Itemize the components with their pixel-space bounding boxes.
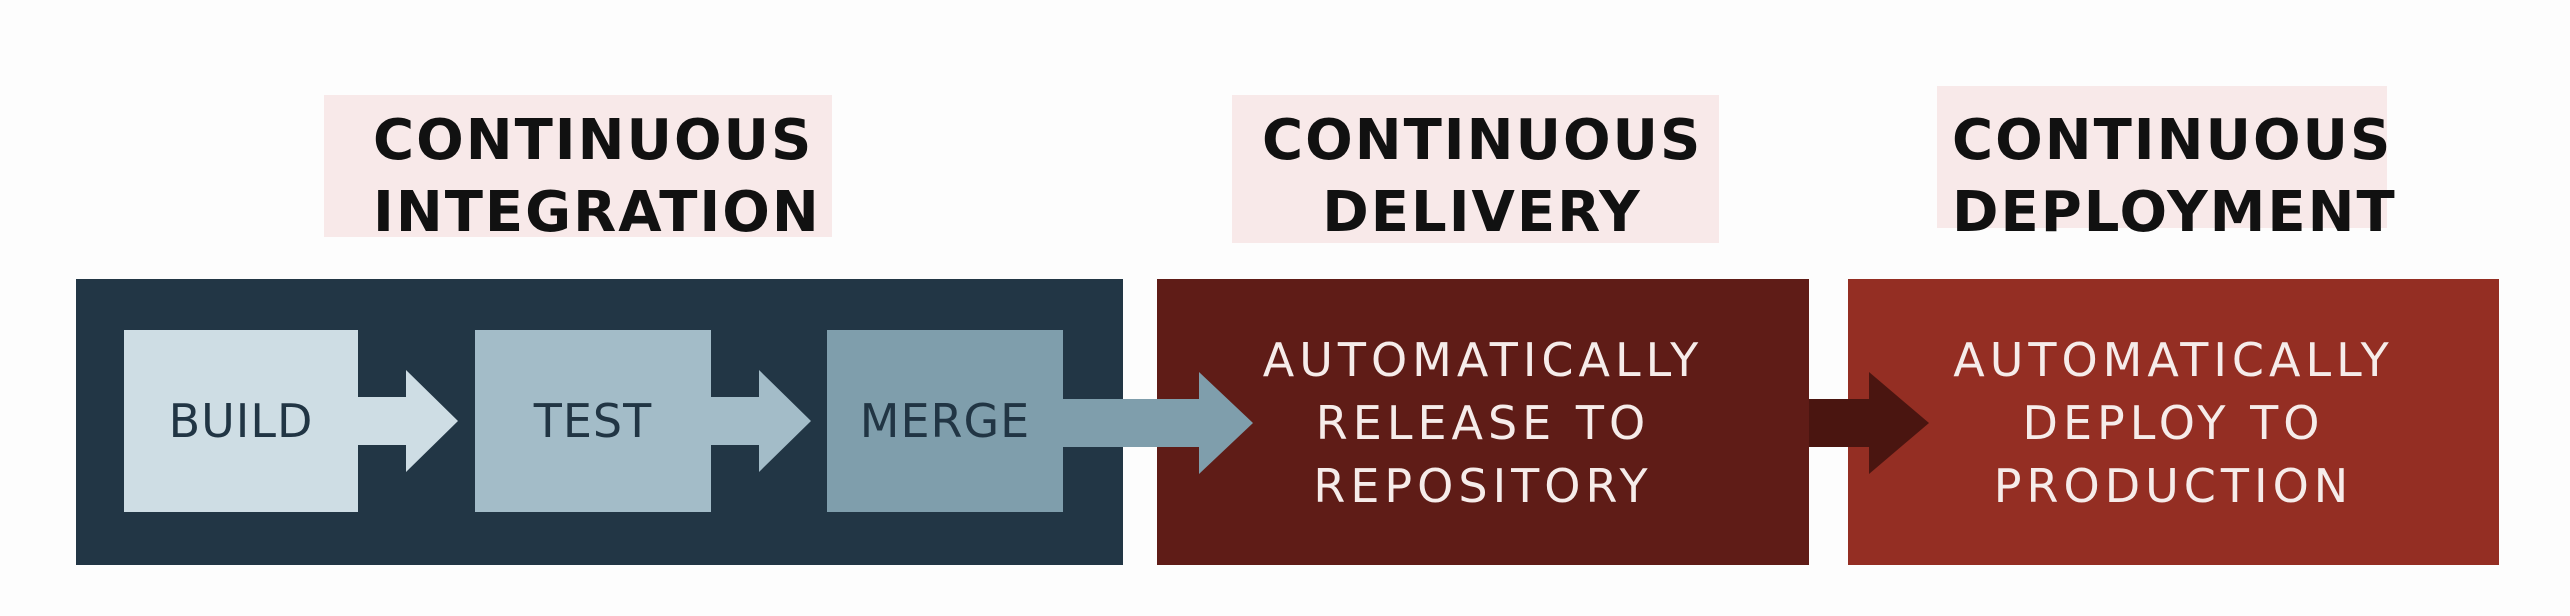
cd-panel-text: AUTOMATICALLY RELEASE TO REPOSITORY — [1157, 298, 1809, 548]
deploy-panel — [1848, 279, 2499, 565]
deploy-label-background — [1937, 86, 2387, 228]
test-step-box: TEST — [475, 330, 711, 512]
cd-label-background — [1232, 95, 1719, 243]
cd-text-line-1: AUTOMATICALLY — [1262, 332, 1704, 387]
release-to-deploy-arrow-icon — [1809, 372, 1929, 474]
cd-text-line-3: REPOSITORY — [1313, 458, 1653, 513]
deploy-title-line-2: DEPLOYMENT — [1952, 180, 2397, 245]
ci-title-line-2: INTEGRATION — [373, 180, 821, 245]
build-to-test-arrow-icon — [358, 370, 458, 472]
ci-stage-title: CONTINUOUS INTEGRATION — [373, 105, 821, 249]
cd-title-line-1: CONTINUOUS — [1262, 108, 1703, 173]
deploy-title-line-1: CONTINUOUS — [1952, 108, 2393, 173]
test-to-merge-arrow-icon — [711, 370, 811, 472]
cd-text-line-2: RELEASE TO — [1315, 395, 1651, 450]
cd-stage-title: CONTINUOUS DELIVERY — [1262, 105, 1702, 249]
build-step-box: BUILD — [124, 330, 358, 512]
deploy-panel-text: AUTOMATICALLY DEPLOY TO PRODUCTION — [1848, 298, 2499, 548]
merge-to-release-arrow-icon — [1063, 372, 1253, 474]
deploy-stage-title: CONTINUOUS DEPLOYMENT — [1952, 105, 2397, 249]
ci-title-line-1: CONTINUOUS — [373, 108, 814, 173]
deploy-text-line-3: PRODUCTION — [1993, 458, 2354, 513]
ci-label-background — [324, 95, 832, 237]
merge-step-box: MERGE — [827, 330, 1063, 512]
build-step-label: BUILD — [168, 394, 314, 448]
deploy-text-line-2: DEPLOY TO — [2022, 395, 2325, 450]
deploy-text-line-1: AUTOMATICALLY — [1953, 332, 2394, 387]
cd-panel — [1157, 279, 1809, 565]
merge-step-label: MERGE — [859, 394, 1031, 448]
test-step-label: TEST — [533, 394, 653, 448]
cd-title-line-2: DELIVERY — [1322, 180, 1642, 245]
